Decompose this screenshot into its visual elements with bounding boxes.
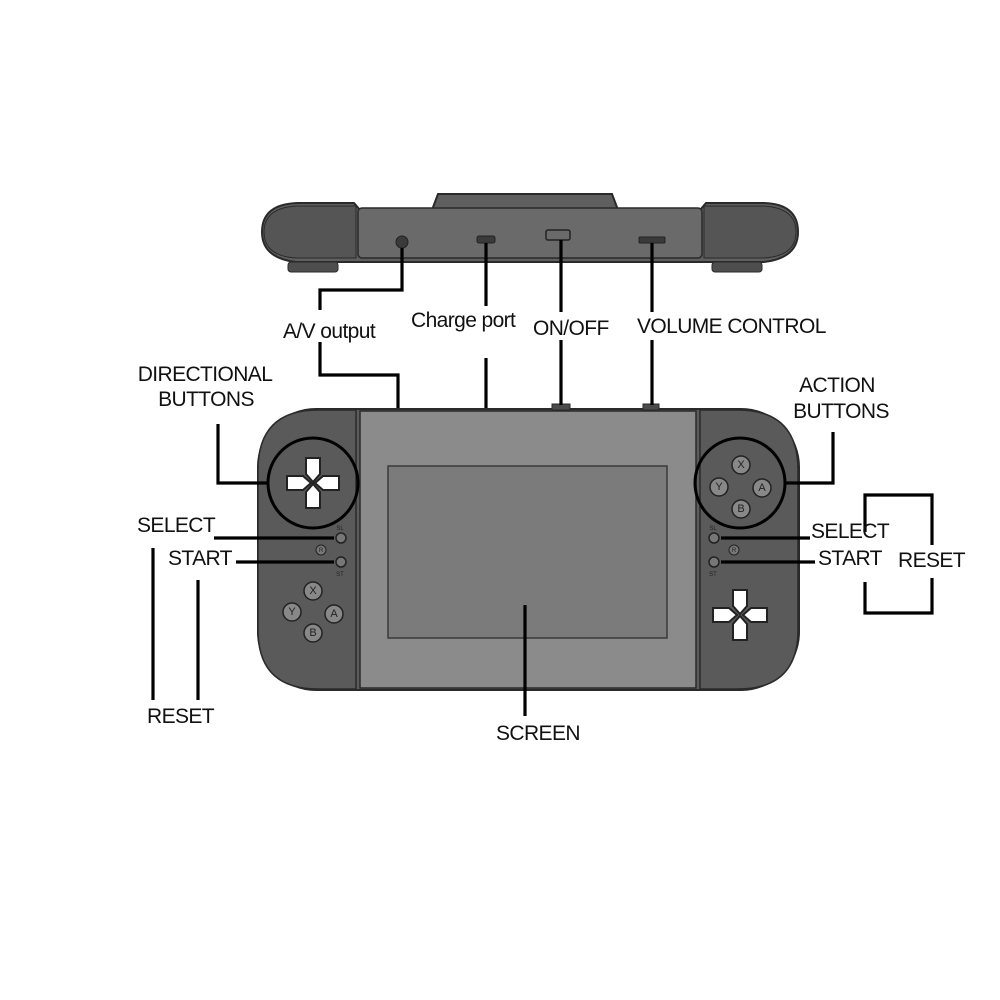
label-start-left: START: [168, 547, 233, 570]
right-start-button[interactable]: [708, 556, 720, 568]
volume-slider-icon: [638, 236, 666, 244]
av-output-port-icon: [395, 235, 409, 249]
left-a-label: A: [330, 608, 338, 620]
label-select-right: SELECT: [811, 520, 890, 543]
callout-labels: A/V output Charge port ON/OFF VOLUME CON…: [137, 309, 966, 745]
right-dpad: [712, 589, 768, 641]
left-reset-button[interactable]: [315, 544, 327, 556]
label-directional-buttons-line1: DIRECTIONAL: [138, 363, 273, 386]
label-reset-left: RESET: [147, 705, 215, 728]
right-reset-button[interactable]: [728, 544, 740, 556]
label-start-right: START: [818, 547, 883, 570]
left-face-buttons: X Y A B: [282, 581, 344, 643]
charge-port-icon: [476, 235, 496, 244]
svg-text:R: R: [319, 548, 324, 554]
leader-lines: [151, 240, 934, 716]
svg-text:SL: SL: [709, 526, 717, 532]
label-screen: SCREEN: [496, 722, 580, 745]
left-x-label: X: [309, 585, 317, 597]
right-a-label: A: [758, 482, 766, 494]
right-x-label: X: [737, 459, 745, 471]
label-action-buttons-line1: ACTION: [799, 374, 875, 397]
label-reset-right: RESET: [898, 549, 966, 572]
label-action-buttons-line2: BUTTONS: [793, 400, 889, 423]
console-top-view: [260, 193, 800, 273]
right-system-buttons: SL R ST: [708, 526, 740, 578]
left-start-button[interactable]: [335, 556, 347, 568]
label-av-output: A/V output: [283, 320, 376, 343]
svg-text:ST: ST: [709, 572, 717, 578]
left-y-label: Y: [288, 606, 296, 618]
svg-text:ST: ST: [336, 572, 344, 578]
label-select-left: SELECT: [137, 514, 216, 537]
svg-text:R: R: [732, 548, 737, 554]
right-select-button[interactable]: [708, 532, 720, 544]
left-select-button[interactable]: [335, 532, 347, 544]
right-y-label: Y: [715, 481, 723, 493]
left-b-label: B: [309, 627, 316, 639]
left-system-buttons: SL R ST: [315, 526, 347, 578]
screen: [387, 465, 668, 639]
svg-text:SL: SL: [336, 526, 344, 532]
label-on-off: ON/OFF: [533, 317, 609, 340]
label-charge-port: Charge port: [411, 309, 516, 332]
console-front-view: SL R ST X Y A B X Y A B: [257, 403, 800, 691]
right-b-label: B: [737, 503, 744, 515]
power-switch-icon: [545, 229, 571, 241]
label-volume-control: VOLUME CONTROL: [637, 315, 826, 338]
label-directional-buttons-line2: BUTTONS: [158, 388, 254, 411]
